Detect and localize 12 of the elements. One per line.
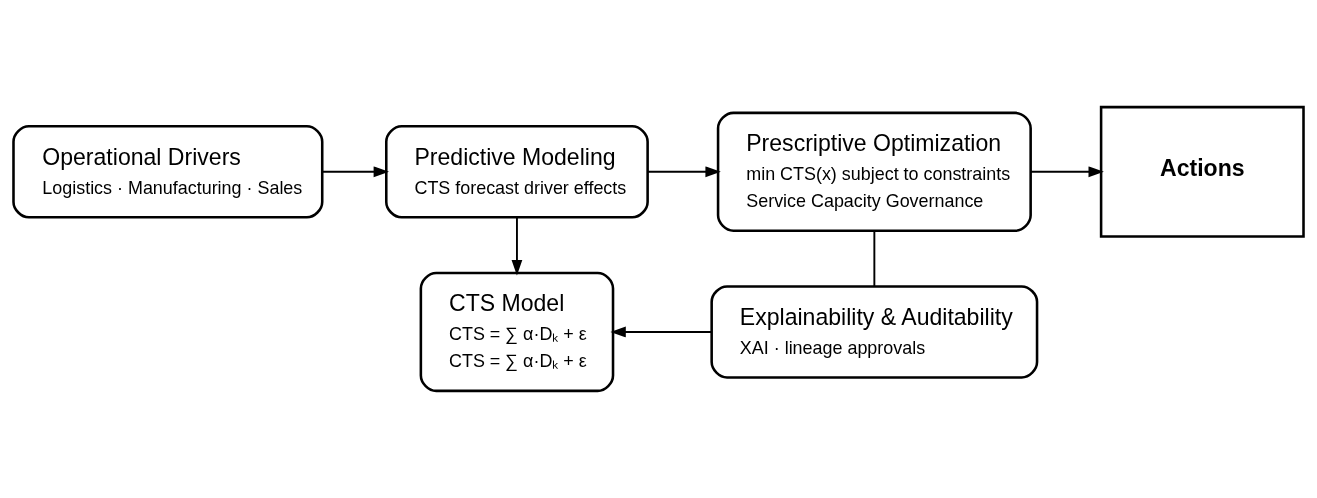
node-box: Prescriptive Optimization min CTS(x) subject to constraints Service Capacity Governance	[716, 111, 1032, 233]
arrow	[1029, 166, 1104, 178]
arrow	[321, 166, 389, 178]
node-box: Predictive Modeling CTS forecast driver effects	[385, 125, 649, 219]
node-box: Operational Drivers Logistics · Manufacturing · Sales	[12, 125, 324, 219]
arrow	[511, 216, 523, 276]
arrow	[646, 166, 721, 178]
node-box: Explainability & Auditability XAI · lineage approvals	[710, 285, 1039, 379]
arrow	[610, 326, 713, 338]
node-box: CTS Model CTS = ∑ α·Dₖ + ε CTS = ∑ α·Dₖ + ε	[419, 271, 615, 393]
connector	[873, 229, 876, 288]
node-box: Actions	[1099, 105, 1305, 238]
